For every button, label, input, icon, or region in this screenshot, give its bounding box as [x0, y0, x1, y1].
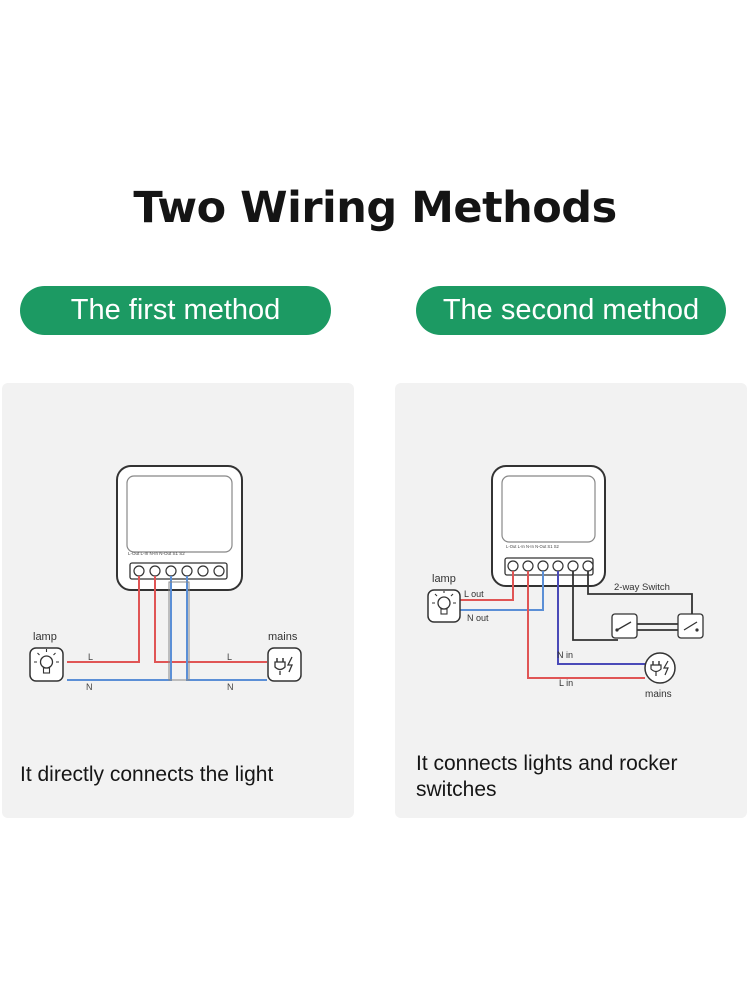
n-out-label: N out — [467, 613, 489, 623]
l-in-label: L in — [559, 678, 573, 688]
first-method-panel — [2, 383, 354, 818]
mains-label-2: mains — [645, 689, 672, 700]
plug-icon — [267, 647, 302, 682]
lamp-label-2: lamp — [432, 573, 456, 585]
smart-switch-module-2: L-Out L-In N-In N-Out S1 S2 — [491, 465, 606, 587]
terminal-labels-2: L-Out L-In N-In N-Out S1 S2 — [506, 544, 559, 549]
second-method-caption: It connects lights and rocker switches — [416, 752, 678, 801]
first-method-badge: The first method — [20, 286, 331, 335]
page-title: Two Wiring Methods — [133, 183, 617, 233]
smart-switch-module-1: L-Out L-In N-In N-Out S1 S2 — [116, 465, 243, 591]
mains-label-1: mains — [268, 631, 298, 643]
live-wire-1 — [67, 576, 267, 663]
supply-wires-2 — [527, 571, 645, 679]
lamp-label-1: lamp — [33, 631, 57, 643]
n-in-label: N in — [557, 650, 573, 660]
neutral-wire-1 — [67, 576, 267, 681]
wire-n-label-right: N — [227, 682, 234, 692]
second-method-diagram: L-Out L-In N-In N-Out S1 S2 L out N out … — [427, 465, 704, 700]
wire-bridge-1 — [168, 581, 190, 681]
wire-n-label-left: N — [86, 682, 93, 692]
wire-l-label-left: L — [88, 652, 93, 662]
switch-wires-2 — [572, 571, 693, 641]
first-method-diagram: L-Out L-In N-In N-Out S1 S2 L N L N lamp — [29, 465, 302, 692]
terminal-labels-1: L-Out L-In N-In N-Out S1 S2 — [128, 551, 185, 556]
rocker-switch-icon-1 — [611, 613, 638, 639]
load-wires-2 — [460, 571, 544, 611]
lamp-icon-2 — [427, 589, 461, 623]
l-out-label: L out — [464, 589, 484, 599]
first-method-caption: It directly connects the light — [20, 763, 274, 786]
second-method-badge: The second method — [416, 286, 726, 335]
wire-l-label-right: L — [227, 652, 232, 662]
rocker-switch-icon-2 — [677, 613, 704, 639]
plug-icon-2 — [644, 652, 676, 684]
two-way-switch-label: 2-way Switch — [614, 582, 670, 593]
lamp-icon — [29, 647, 64, 682]
